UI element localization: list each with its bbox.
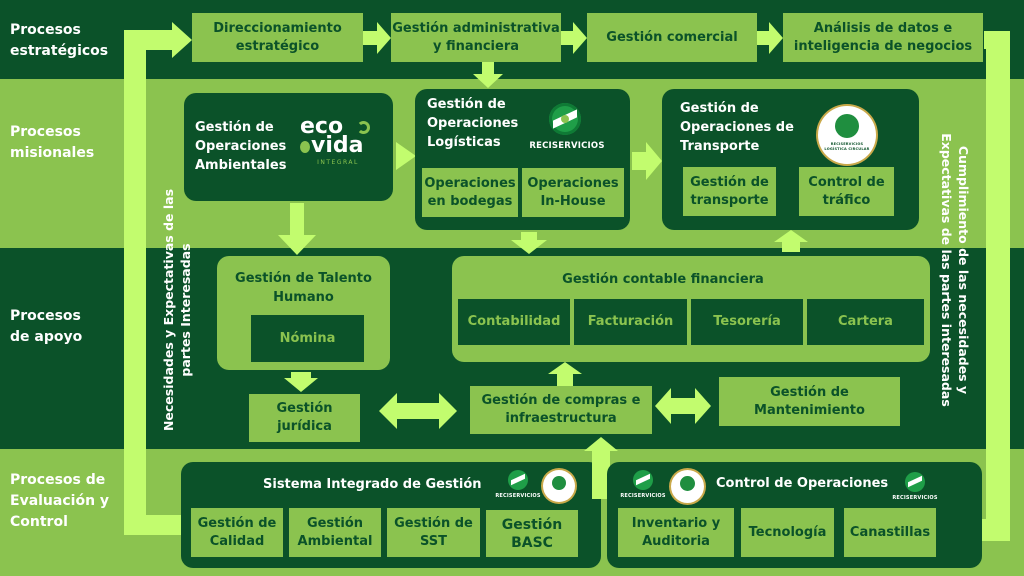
box-tesoreria[interactable]: Tesorería [691,299,803,345]
circular-logo-text: RECISERVICIOS LOGÍSTICA CIRCULAR [824,142,870,151]
arrow-strat-1 [363,22,391,54]
ecovida-logo-vida: vida [311,133,364,158]
box-gestion-ambiental[interactable]: Gestión Ambiental [289,508,381,557]
reciservicios-logo-text: RECISERVICIOS [529,141,605,151]
box-operaciones-bodegas[interactable]: Operaciones en bodegas [422,168,518,217]
arrow-strat-2 [561,22,587,54]
circular-arrows-icon [835,114,859,138]
box-inventario-auditoria[interactable]: Inventario y Auditoria [618,508,734,557]
left-loop-top-bar [124,30,174,50]
title-talento-humano: Gestión de Talento Humano [235,271,372,305]
reciservicios-arrows-icon [905,472,925,492]
box-tecnologia[interactable]: Tecnología [741,508,834,557]
title-sistema-integrado: Sistema Integrado de Gestión [263,477,482,492]
arrow-down-to-talento [278,203,316,255]
box-gestion-compras[interactable]: Gestión de compras e infraestructura [470,386,652,434]
arrow-down-to-contable [511,232,547,254]
box-contabilidad[interactable]: Contabilidad [458,299,570,345]
logistica-circular-logo-sig [543,470,575,502]
box-gestion-sst[interactable]: Gestión de SST [387,508,480,557]
ecovida-leaf-icon [357,121,370,134]
title-operaciones-logisticas: Gestión de Operaciones Logísticas [427,97,519,150]
side-label-right: Cumplimiento de las necesidades y Expect… [939,133,971,407]
reciservicios-arrows-icon [633,470,653,490]
left-loop-vertical-lower [124,30,146,535]
reciservicios-logistica-circular-logo: RECISERVICIOS LOGÍSTICA CIRCULAR [818,106,876,164]
arrow-compras-to-contable [548,362,582,386]
ecovida-logo: eco vida INTEGRAL [297,114,377,169]
box-operaciones-inhouse[interactable]: Operaciones In-House [522,168,624,217]
box-gestion-comercial[interactable]: Gestión comercial [587,13,757,62]
box-gestion-juridica[interactable]: Gestión jurídica [249,394,360,442]
reciservicios-logo-text: RECISERVICIOS [620,493,666,499]
box-gestion-basc[interactable]: Gestión BASC [486,510,578,557]
row-label-strategic: Procesos estratégicos [10,22,109,59]
arrow-ambiental-to-logistica [396,142,416,170]
ecovida-logo-eco: eco [300,114,344,139]
title-gestion-contable: Gestión contable financiera [562,272,764,287]
arrow-strat-3 [757,22,783,54]
arrow-juridica-compras-bidirectional [379,393,457,429]
arrow-talento-to-juridica [284,372,318,392]
arrow-into-direccionamiento [172,22,192,58]
box-facturacion[interactable]: Facturación [574,299,687,345]
reciservicios-logo-sig: RECISERVICIOS [494,470,542,504]
box-gestion-mantenimiento[interactable]: Gestión de Mantenimiento [719,377,900,426]
title-operaciones-transporte: Gestión de Operaciones de Transporte [680,101,794,154]
reciservicios-logo-control-right: RECISERVICIOS [891,472,939,506]
reciservicios-logo-control-left: RECISERVICIOS [619,470,667,504]
right-loop-vertical [986,31,1010,541]
reciservicios-logo-text: RECISERVICIOS [495,493,541,499]
box-nomina[interactable]: Nómina [251,315,364,362]
box-analisis-datos[interactable]: Análisis de datos e inteligencia de nego… [783,13,983,62]
arrow-up-to-transporte [774,230,808,252]
title-operaciones-ambientales: Gestión de Operaciones Ambientales [195,120,287,173]
reciservicios-arrows-icon [508,470,528,490]
box-control-trafico[interactable]: Control de tráfico [799,167,894,216]
arrow-logistica-to-transporte [632,142,662,180]
reciservicios-logo-text: RECISERVICIOS [892,495,938,501]
box-gestion-administrativa[interactable]: Gestión administrativa y financiera [391,13,561,62]
logistica-circular-logo-control [671,470,704,503]
box-direccionamiento[interactable]: Direccionamiento estratégico [192,13,363,62]
reciservicios-logo-logistica: RECISERVICIOS [527,103,607,153]
row-label-missional: Procesos misionales [10,124,95,161]
title-control-operaciones: Control de Operaciones [716,476,889,491]
panel-operaciones-ambientales[interactable] [184,93,393,201]
box-canastillas[interactable]: Canastillas [844,508,936,557]
ecovida-leaf-icon-2 [300,141,310,153]
box-cartera[interactable]: Cartera [807,299,924,345]
arrow-compras-mantenimiento-bidirectional [655,388,711,424]
box-gestion-transporte[interactable]: Gestión de transporte [683,167,776,216]
arrow-down-to-logistica [473,62,503,88]
row-label-control: Procesos de Evaluación y Control [10,472,110,530]
ecovida-logo-integral: INTEGRAL [317,159,359,166]
box-gestion-calidad[interactable]: Gestión de Calidad [191,508,283,557]
row-label-support: Procesos de apoyo [10,308,83,345]
reciservicios-arrows-icon [549,103,581,135]
